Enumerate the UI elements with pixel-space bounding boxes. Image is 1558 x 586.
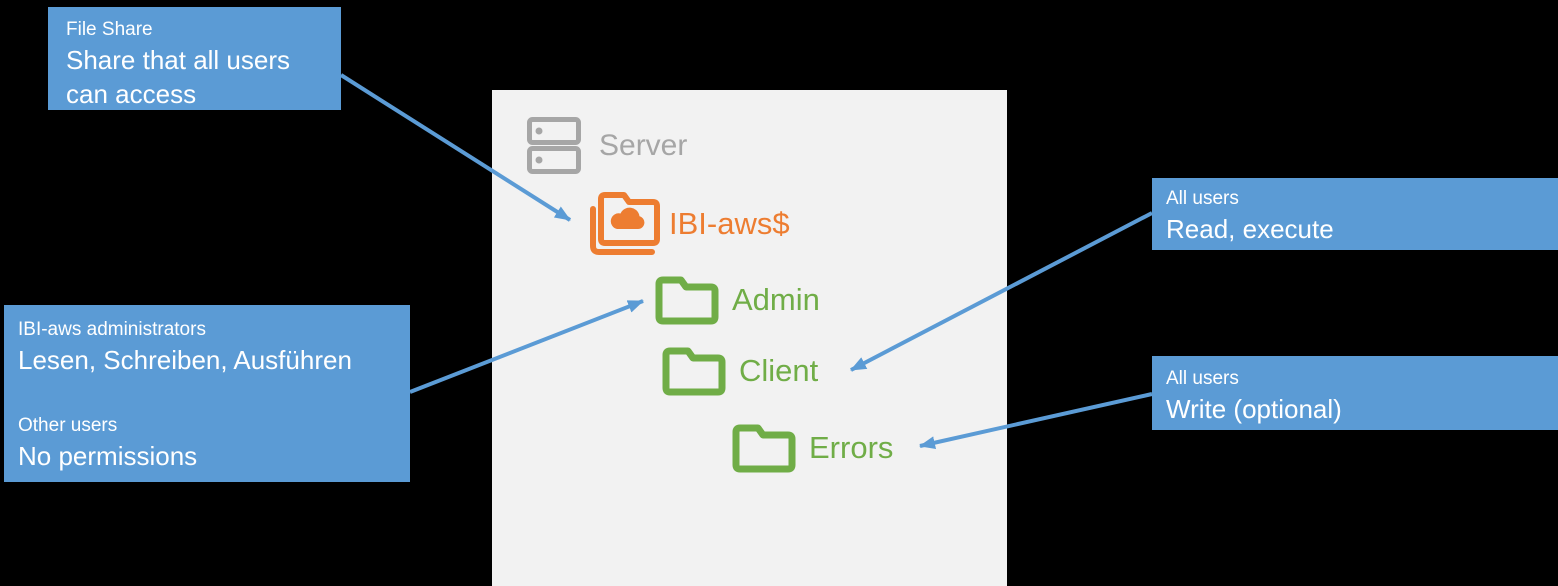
server-icon — [527, 117, 581, 174]
callout-title: Other users — [18, 415, 118, 436]
server-row: Server — [527, 117, 687, 174]
folder-label-errors: Errors — [809, 430, 894, 465]
callout-body: Write (optional) — [1166, 394, 1342, 424]
callout-title: All users — [1166, 188, 1239, 209]
folder-icon — [662, 347, 726, 396]
callout-body: Lesen, Schreiben, Ausführen — [18, 345, 352, 375]
callout-read-execute: All users Read, execute — [1152, 178, 1558, 250]
callout-write-optional: All users Write (optional) — [1152, 356, 1558, 430]
callout-body: No permissions — [18, 441, 198, 471]
share-folder-label: IBI-aws$ — [669, 206, 790, 241]
share-folder-row: IBI-aws$ — [588, 191, 790, 257]
callout-body: Read, execute — [1166, 214, 1334, 244]
folder-icon — [655, 276, 719, 325]
folder-label-client: Client — [739, 353, 819, 388]
folder-row-client: Client — [662, 346, 818, 396]
callout-title: All users — [1166, 368, 1239, 389]
folder-row-admin: Admin — [655, 275, 820, 325]
callout-file-share: File Share Share that all users can acce… — [48, 7, 341, 110]
server-label: Server — [599, 128, 688, 162]
callout-spacer — [18, 377, 396, 413]
callout-title: File Share — [66, 19, 153, 40]
folder-row-errors: Errors — [732, 423, 893, 473]
callout-admin-permissions: IBI-aws administrators Lesen, Schreiben,… — [4, 305, 410, 482]
callout-body: Share that all users can access — [66, 45, 291, 109]
folder-icon — [732, 424, 796, 473]
folder-label-admin: Admin — [732, 282, 820, 317]
server-panel: Server IBI-aws$ Admin Client — [492, 90, 1007, 586]
cloud-share-folder-icon — [590, 192, 660, 255]
callout-title: IBI-aws administrators — [18, 319, 206, 340]
